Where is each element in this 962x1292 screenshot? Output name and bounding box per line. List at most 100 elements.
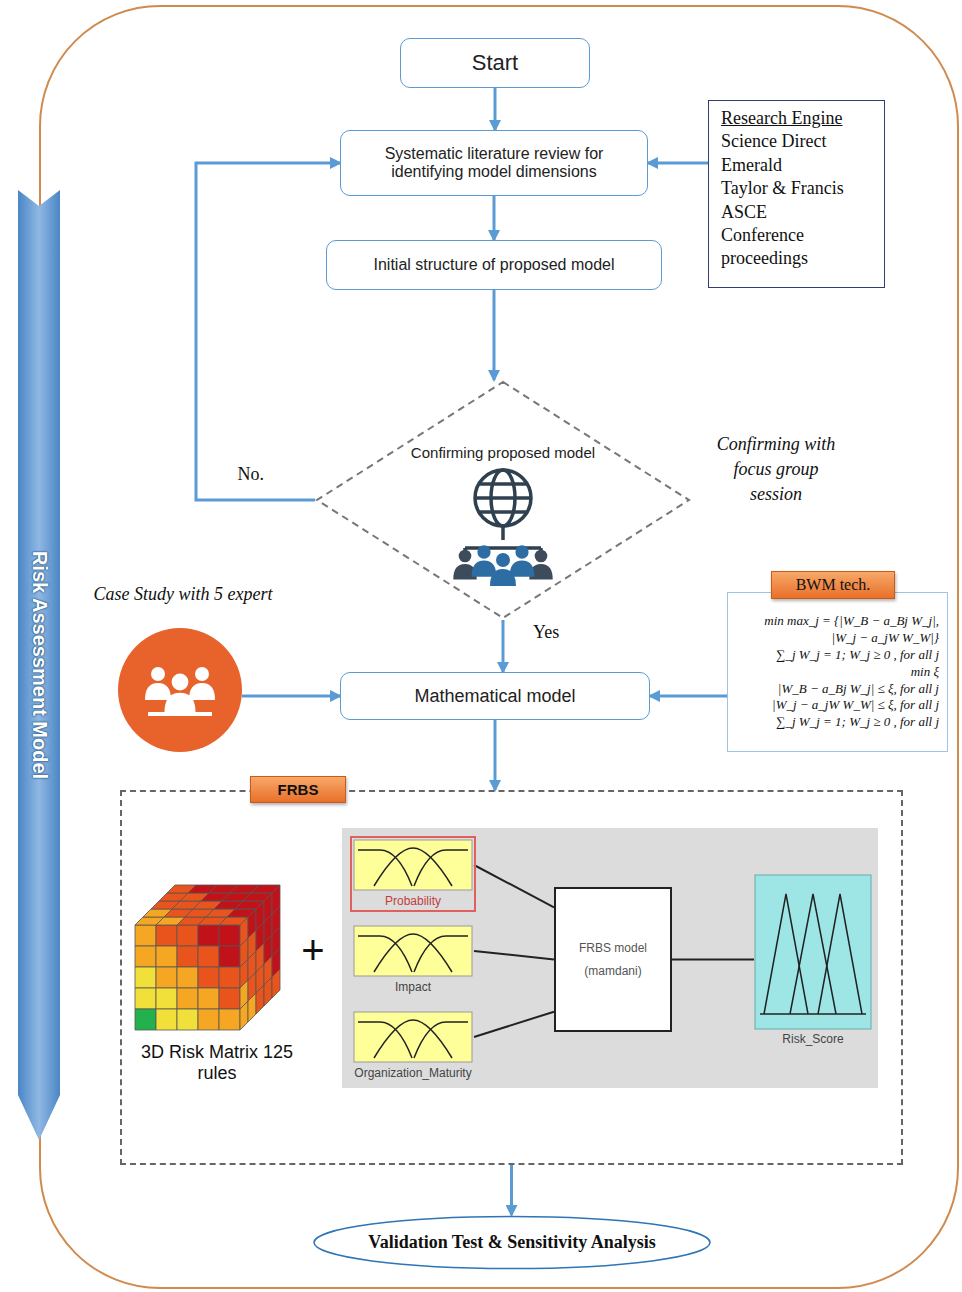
shape-part [156, 988, 177, 1009]
shape-part [760, 1013, 866, 1015]
shape-part [198, 1009, 219, 1030]
output-plot [754, 874, 872, 1030]
formula-line: min ξ [736, 664, 939, 681]
source-item: Emerald [721, 154, 872, 177]
shape-part [195, 667, 209, 681]
shape-part [314, 1217, 710, 1269]
shape-part [358, 848, 468, 886]
flow-arrow [196, 163, 340, 500]
shape-part [354, 840, 472, 890]
flow-arrow [493, 196, 496, 240]
shape-part [414, 936, 468, 972]
input-label: Organization_Maturity [332, 1066, 494, 1080]
process-box: Systematic literature review for identif… [340, 130, 648, 196]
inference-box: FRBS model(mamdani) [554, 887, 672, 1032]
input-label: Impact [332, 980, 494, 994]
shape-part [354, 1012, 472, 1062]
signal-line [672, 959, 754, 961]
node-text: Initial structure of proposed model [373, 256, 614, 274]
shape-part [475, 496, 531, 500]
shape-part [374, 848, 452, 886]
shape-part [135, 988, 156, 1009]
shape-part [501, 526, 505, 540]
node-text: (mamdani) [584, 960, 641, 983]
membership-plot [352, 924, 474, 978]
shape-part [219, 967, 240, 988]
shape-part [145, 683, 171, 700]
plus-sign: + [296, 928, 330, 973]
shape-part [156, 967, 177, 988]
formula-line: ∑_j W_j = 1; W_j ≥ 0 , for all j [736, 647, 939, 664]
shape-part [414, 1022, 468, 1058]
shape-part [243, 893, 272, 901]
shape-part [219, 917, 248, 925]
shape-part [118, 628, 242, 752]
shape-part [156, 925, 177, 946]
formula-line: |W_j − a_jW W_W| ≤ ξ, for all j [736, 697, 939, 714]
shape-part [148, 712, 212, 716]
input-mf: Organization_Maturity [352, 1010, 474, 1082]
node-text: FRBS model [579, 937, 647, 960]
process-box: Initial structure of proposed model [326, 240, 662, 290]
shape-part [475, 470, 531, 526]
shape-part [235, 901, 264, 909]
shape-part [374, 934, 452, 972]
shape-part [248, 993, 256, 1022]
edge-label: No. [238, 464, 265, 485]
shape-part [479, 482, 527, 486]
shape-part [358, 1022, 412, 1058]
flow-arrow [494, 88, 497, 130]
shape-part [354, 926, 472, 976]
shape-part [151, 667, 165, 681]
shape-part [374, 1020, 452, 1058]
decision-text: Confirming proposed model [315, 444, 691, 461]
shape-part [135, 967, 156, 988]
shape-part [755, 875, 871, 1029]
outer-border [40, 6, 958, 1288]
shape-part [358, 850, 412, 886]
signal-line [474, 951, 554, 960]
signal-line [474, 1012, 554, 1037]
simulink-panel [342, 828, 878, 1088]
shape-part [459, 550, 472, 563]
shape-part [465, 470, 541, 558]
expert-icon [118, 628, 242, 752]
frbs-group: FRBS3D Risk Matrix 125 rulesProbabilityI… [120, 790, 903, 1165]
decision-outline [315, 380, 691, 620]
flow-arrow [493, 290, 496, 380]
source-box: Research EngineScience DirectEmeraldTayl… [708, 100, 885, 288]
node-text: Systematic literature review for identif… [353, 145, 635, 181]
shape-part [198, 967, 219, 988]
matrix-caption-text: 3D Risk Matrix 125 rules [137, 1042, 297, 1084]
source-item: Science Direct [721, 130, 872, 153]
shape-part [317, 382, 689, 618]
shape-part [515, 545, 528, 558]
node-text: Start [472, 50, 518, 76]
shape-part [198, 988, 219, 1009]
flow-arrow [510, 1165, 513, 1215]
node-text: Mathematical model [414, 686, 575, 707]
edge-label: Yes [533, 622, 559, 643]
end-ellipse: Validation Test & Sensitivity Analysis [312, 1215, 712, 1270]
method-tab: BWM tech. [771, 571, 895, 599]
formula-line: |W_B − a_Bj W_j| ≤ ξ, for all j [736, 681, 939, 698]
bwm-box: BWM tech.min max_j = {|W_B − a_Bj W_j|,|… [727, 592, 948, 752]
shape-part [358, 934, 468, 972]
side-band: Risk Assessment Model [18, 190, 60, 1140]
shape-part [177, 967, 198, 988]
shape-part [177, 1009, 198, 1030]
shape-part [219, 925, 240, 946]
shape-part [219, 946, 240, 967]
source-item: ASCE [721, 201, 872, 224]
output-label: Risk_Score [754, 1032, 872, 1046]
shape-part [172, 674, 189, 691]
shape-part [264, 977, 272, 1006]
flow-arrow [242, 695, 340, 698]
flow-arrow [650, 695, 727, 698]
shape-part [496, 553, 510, 567]
shape-part [135, 946, 156, 967]
shape-part [251, 885, 280, 893]
shape-part [818, 894, 862, 1014]
shape-part [198, 925, 219, 946]
shape-part [272, 969, 280, 998]
